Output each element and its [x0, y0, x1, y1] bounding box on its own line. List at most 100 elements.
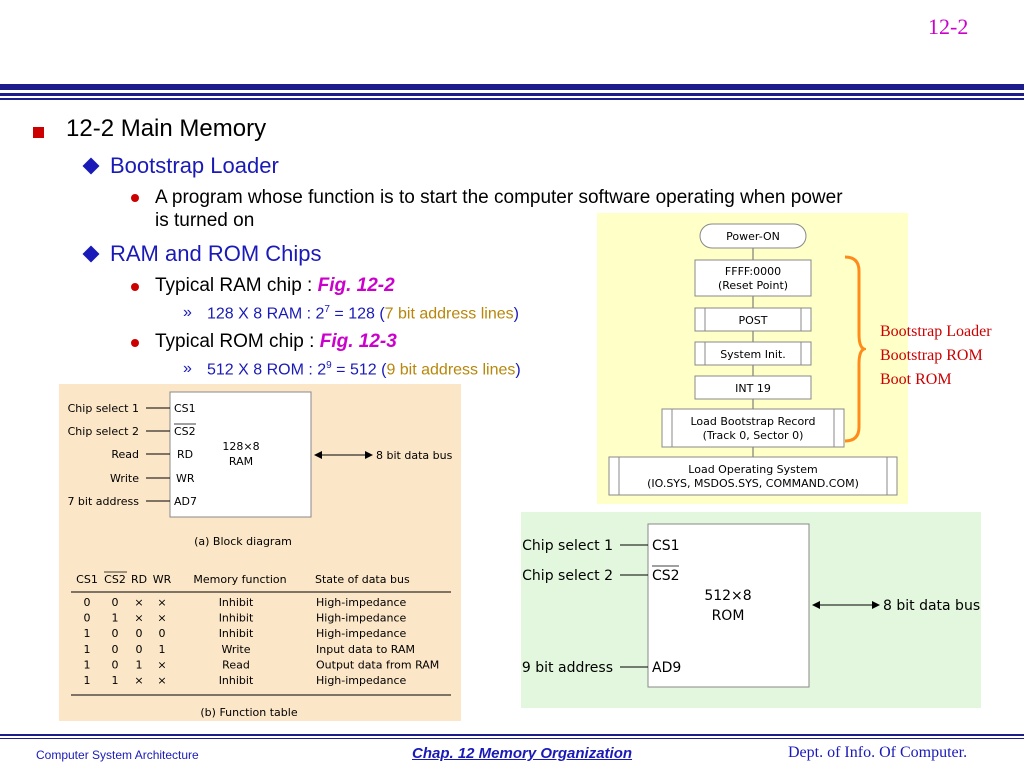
table-cell: Inhibit: [219, 596, 254, 609]
table-cell: Input data to RAM: [316, 643, 415, 656]
ram-input-label: Read: [111, 448, 139, 461]
svg-text:FFFF:0000: FFFF:0000: [725, 265, 781, 278]
svg-text:INT 19: INT 19: [735, 382, 771, 395]
typical-ram-item: Typical RAM chip : Fig. 12-2: [155, 275, 395, 296]
flow-step-post: [694, 307, 812, 332]
rom-pin-cs2: CS2: [652, 568, 680, 584]
header-rule: [0, 98, 1024, 100]
table-cell: 1: [136, 658, 143, 671]
table-cell: High-impedance: [316, 612, 407, 625]
curly-brace-icon: [844, 255, 866, 443]
table-cell: Read: [222, 658, 250, 671]
dot-bullet-icon: [131, 194, 139, 202]
table-cell: High-impedance: [316, 674, 407, 687]
rom-input-label: 9 bit address: [522, 660, 613, 676]
table-cell: 1: [159, 643, 166, 656]
ram-pin-cs1: CS1: [174, 402, 196, 415]
table-cell: ×: [134, 674, 143, 687]
table-cell: ×: [157, 596, 166, 609]
ram-input-label: Chip select 1: [68, 402, 139, 415]
flow-step-load-os: [608, 456, 898, 496]
footer-rule: [0, 738, 1024, 739]
table-cell: 1: [84, 627, 91, 640]
rom-calc: 512 X 8 ROM : 29 = 512 (9 bit address li…: [207, 360, 521, 379]
ram-pin-cs2: CS2: [174, 425, 196, 438]
table-cell: 0: [112, 658, 119, 671]
rom-input-label: Chip select 1: [522, 538, 613, 554]
table-header: Memory function: [193, 573, 286, 586]
table-cell: 1: [84, 658, 91, 671]
table-header: WR: [153, 573, 172, 586]
table-cell: Output data from RAM: [316, 658, 439, 671]
ram-calc: 128 X 8 RAM : 27 = 128 (7 bit address li…: [207, 304, 519, 323]
footer-dept: Dept. of Info. Of Computer.: [788, 744, 968, 761]
svg-text:(Track 0, Sector 0): (Track 0, Sector 0): [703, 429, 804, 442]
table-cell: 0: [112, 596, 119, 609]
svg-text:(Reset Point): (Reset Point): [718, 279, 788, 292]
flow-step-int19: [694, 375, 812, 400]
table-header: State of data bus: [315, 573, 410, 586]
table-cell: 0: [84, 612, 91, 625]
dot-bullet-icon: [131, 339, 139, 347]
ram-data-bus-label: 8 bit data bus: [376, 449, 453, 462]
svg-text:Power-ON: Power-ON: [726, 230, 780, 243]
ram-pin-ad7: AD7: [174, 495, 197, 508]
ram-caption-b: (b) Function table: [200, 706, 297, 719]
table-cell: ×: [134, 596, 143, 609]
table-cell: 1: [84, 674, 91, 687]
ram-chip-figure: Chip select 1 Chip select 2 Read Write 7…: [59, 384, 461, 721]
bootstrap-description: A program whose function is to start the…: [155, 187, 843, 231]
rom-pin-ad9: AD9: [652, 660, 681, 676]
table-cell: High-impedance: [316, 627, 407, 640]
table-cell: 1: [112, 674, 119, 687]
ram-rom-title: RAM and ROM Chips: [110, 241, 322, 266]
table-cell: High-impedance: [316, 596, 407, 609]
table-cell: 1: [112, 612, 119, 625]
footer-course: Computer System Architecture: [36, 748, 199, 762]
rom-chip-size: 512×8: [704, 588, 751, 604]
table-cell: Inhibit: [219, 612, 254, 625]
table-cell: Write: [221, 643, 250, 656]
flow-step-power-on: [699, 223, 807, 249]
svg-text:Load Bootstrap Record: Load Bootstrap Record: [691, 415, 816, 428]
flow-step-load-bootstrap-record: [661, 408, 845, 448]
footer-chapter: Chap. 12 Memory Organization: [412, 745, 633, 762]
ram-chip-size: 128×8: [222, 440, 259, 453]
flow-step-system-init: [694, 341, 812, 366]
rom-chip-type: ROM: [712, 608, 745, 624]
table-cell: 0: [159, 627, 166, 640]
figure-ref-12-2: Fig. 12-2: [317, 275, 395, 296]
svg-text:Load Operating System: Load Operating System: [688, 463, 817, 476]
rom-data-bus-label: 8 bit data bus: [883, 598, 980, 614]
table-cell: Inhibit: [219, 627, 254, 640]
table-cell: 0: [136, 643, 143, 656]
table-cell: Inhibit: [219, 674, 254, 687]
bracket-label-boot-rom: Boot ROM: [880, 371, 952, 388]
ram-pin-rd: RD: [177, 448, 193, 461]
arrow-bullet: »: [183, 360, 192, 377]
table-cell: 1: [84, 643, 91, 656]
flow-step-reset-point: [694, 259, 812, 297]
dot-bullet-icon: [131, 283, 139, 291]
table-header: CS1: [76, 573, 98, 586]
ram-input-label: 7 bit address: [67, 495, 139, 508]
rom-chip-box: [647, 523, 810, 688]
bootstrap-loader-title: Bootstrap Loader: [110, 153, 279, 178]
ram-caption-a: (a) Block diagram: [194, 535, 292, 548]
typical-rom-item: Typical ROM chip : Fig. 12-3: [155, 331, 397, 352]
bracket-label-bootstrap-rom: Bootstrap ROM: [880, 347, 983, 364]
footer-rule: [0, 734, 1024, 736]
header-rule: [0, 93, 1024, 96]
ram-input-label: Chip select 2: [68, 425, 139, 438]
svg-text:System Init.: System Init.: [720, 348, 786, 361]
ram-pin-wr: WR: [176, 472, 195, 485]
boot-flowchart: Power-ON FFFF:0000 (Reset Point) POST Sy…: [597, 213, 908, 504]
square-bullet-icon: [33, 127, 44, 138]
rom-pin-cs1: CS1: [652, 538, 680, 554]
table-cell: 0: [112, 627, 119, 640]
table-header: RD: [131, 573, 147, 586]
main-heading: 12-2 Main Memory: [66, 115, 267, 142]
ram-input-label: Write: [110, 472, 139, 485]
header-rule: [0, 84, 1024, 90]
table-header: CS2: [104, 573, 126, 586]
